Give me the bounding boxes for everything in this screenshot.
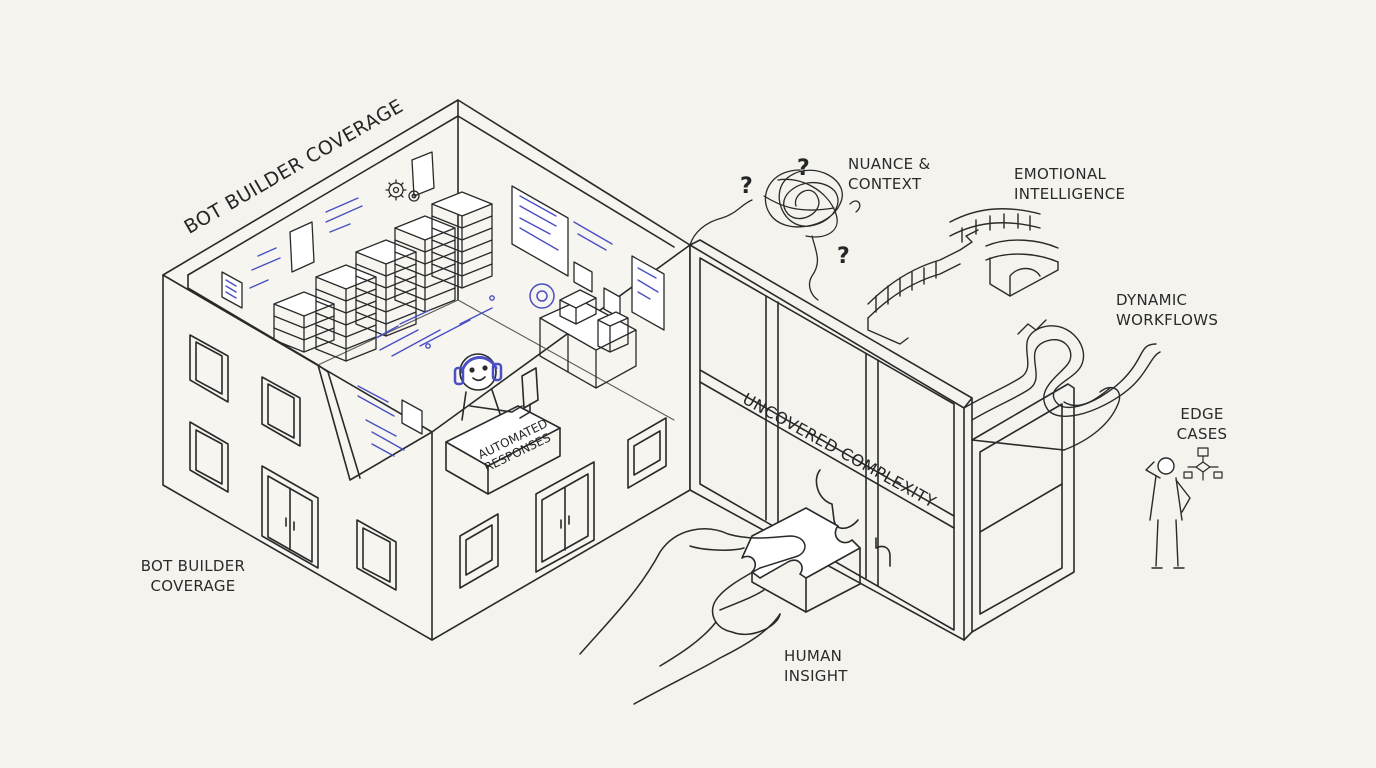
human-hand [579, 528, 806, 705]
wall-documents [221, 151, 665, 435]
flowchart-icon [1183, 447, 1223, 481]
thinking-person [1145, 457, 1191, 569]
search-bubble-icon [529, 283, 555, 309]
server-stack [315, 264, 377, 362]
question-mark: ? [837, 244, 850, 269]
gear-icon [385, 179, 420, 202]
server-stack [273, 291, 335, 353]
nuance-label: NUANCE & CONTEXT [848, 155, 931, 193]
question-mark: ? [797, 156, 810, 181]
filing-cabinets [539, 289, 637, 389]
human-insight-label: HUMAN INSIGHT [784, 647, 848, 685]
coverage-label: BOT BUILDER COVERAGE [140, 557, 246, 595]
code-lines [225, 195, 659, 457]
broken-bridge [867, 208, 1059, 345]
side-building [971, 383, 1075, 633]
server-racks [273, 191, 493, 362]
edge-cases-label: EDGE CASES [1176, 405, 1228, 443]
puzzle-piece [741, 507, 861, 613]
tangled-thought [689, 169, 861, 301]
question-mark: ? [740, 174, 753, 199]
server-stack [355, 239, 417, 337]
emotional-label: EMOTIONAL INTELLIGENCE [1014, 165, 1126, 203]
workflow-path [963, 319, 1161, 451]
workflows-label: DYNAMIC WORKFLOWS [1116, 291, 1219, 329]
robot-agent [445, 353, 561, 495]
server-stack [431, 191, 493, 289]
